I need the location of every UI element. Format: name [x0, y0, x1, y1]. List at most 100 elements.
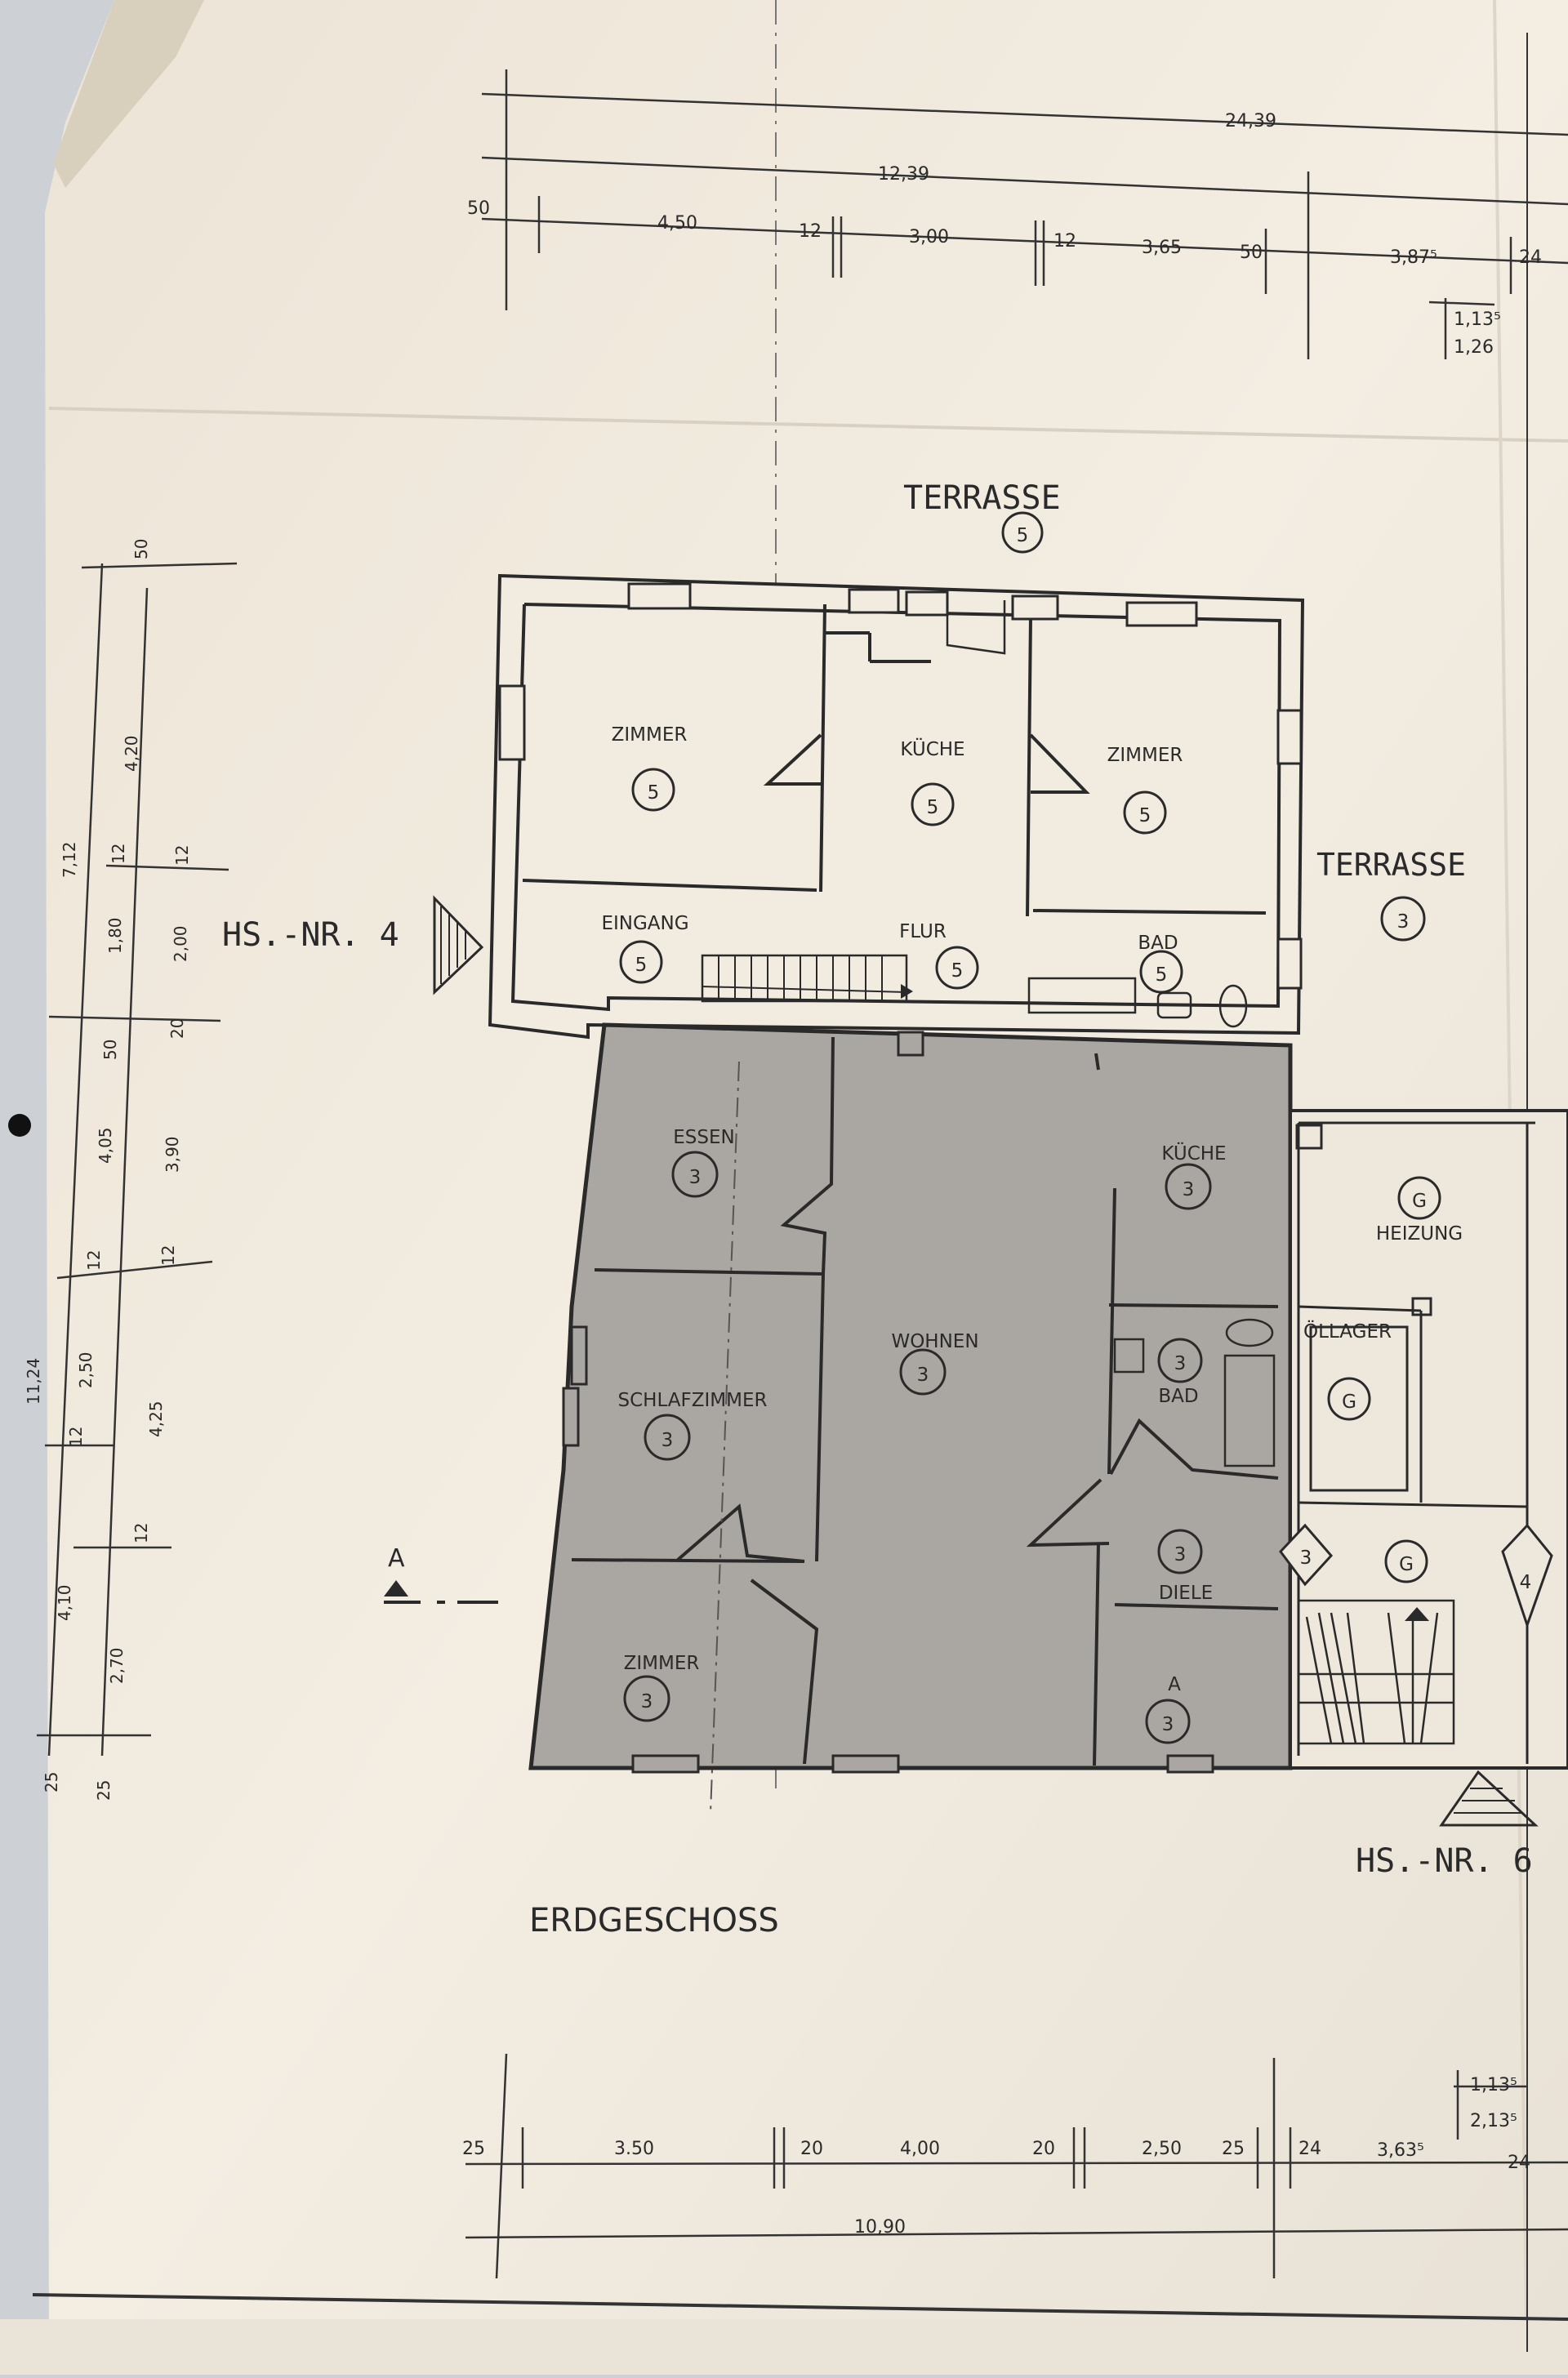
- unit-circle: [899, 1348, 947, 1396]
- dim-bottom-seg: 24: [1298, 2139, 1321, 2159]
- dim-left: 4,25: [146, 1401, 166, 1437]
- unit-circle: [1145, 1699, 1191, 1744]
- stair-direction-arrow: [901, 984, 913, 999]
- dim-left: 4,05: [96, 1127, 115, 1164]
- unit-circle: [1001, 511, 1044, 554]
- unit-circle: [1123, 790, 1167, 835]
- dim-top-seg: 12: [799, 221, 822, 242]
- stair-hall-right-diamond: [1501, 1523, 1553, 1629]
- dim-left-total: 7,12: [60, 841, 79, 878]
- dim-bottom-right-a: 1,13⁵: [1470, 2075, 1517, 2095]
- dim-bottom-seg: 20: [800, 2139, 823, 2159]
- dim-top-seg: 24: [1519, 247, 1542, 268]
- unit-number: 5: [648, 782, 660, 804]
- dim-left: 12: [131, 1523, 151, 1543]
- wohnen-center-line: [710, 1061, 740, 1814]
- unit-number: 3: [1183, 1179, 1195, 1200]
- bottom-dimension-lines: [465, 2053, 1568, 2279]
- upper-stair-steps: [702, 955, 907, 1001]
- unit-number: G: [1412, 1191, 1427, 1212]
- dim-top-right-a: 1,13⁵: [1454, 309, 1501, 330]
- unit-circle: [1327, 1377, 1371, 1421]
- unit-number: 5: [927, 797, 939, 818]
- lower-unit-floor: [528, 1022, 1293, 1770]
- lower-washbasin: [1113, 1338, 1145, 1374]
- terrace-top-label: TERRASSE: [903, 479, 1061, 517]
- dim-left: 3,90: [163, 1136, 182, 1173]
- lower-window-marks: [562, 1031, 1214, 1774]
- dim-left-total: 11,24: [24, 1358, 43, 1405]
- room-label-kueche-2: KÜCHE: [1161, 1142, 1226, 1165]
- stair-hall-left-diamond: [1279, 1523, 1334, 1587]
- unit-number: 5: [951, 960, 964, 982]
- dim-bottom-seg: 3,63⁵: [1377, 2140, 1424, 2161]
- dim-top-seg: 50: [1240, 243, 1263, 263]
- dim-bottom-seg: 25: [462, 2139, 485, 2159]
- dim-bottom-seg: 2,50: [1142, 2139, 1182, 2159]
- unit-number: 3: [641, 1691, 653, 1712]
- bathtub: [1027, 977, 1137, 1014]
- unit-number: 3: [1174, 1544, 1187, 1565]
- room-label-flur: FLUR: [899, 921, 947, 942]
- room-label-zimmer-1: ZIMMER: [612, 724, 688, 746]
- room-label-zimmer-2: ZIMMER: [1107, 745, 1183, 766]
- paper-fold-shadow: [53, 0, 204, 188]
- room-label-diele: DIELE: [1159, 1583, 1213, 1604]
- dim-bottom-total: 10,90: [854, 2217, 906, 2238]
- lower-toilet: [1225, 1318, 1274, 1347]
- upper-door-swing: [946, 592, 1006, 655]
- unit-number: 3: [1162, 1714, 1174, 1735]
- unit-circle: [935, 946, 979, 990]
- dim-left: 25: [42, 1772, 61, 1792]
- unit-circle: [911, 782, 955, 826]
- lower-bathtub: [1223, 1354, 1276, 1467]
- dim-bottom-seg: 25: [1222, 2139, 1245, 2159]
- dim-top-seg: 3,65: [1142, 238, 1182, 258]
- dim-left: 2,70: [107, 1647, 127, 1684]
- section-a-arrow: [384, 1580, 408, 1596]
- dim-top-right-b: 1,26: [1454, 337, 1494, 358]
- dim-left: 12: [84, 1250, 104, 1271]
- upper-unit-walls: [488, 573, 1305, 1040]
- unit-circle: [1139, 950, 1183, 994]
- washbasin: [1156, 991, 1192, 1019]
- punch-hole: [8, 1114, 31, 1137]
- unit-number: 5: [1156, 964, 1168, 986]
- house-number-left: HS.-NR. 4: [222, 916, 399, 954]
- dim-left: 50: [100, 1040, 120, 1060]
- dim-left: 4,10: [55, 1584, 74, 1621]
- unit-circle: [631, 768, 675, 812]
- unit-circle: [1157, 1338, 1203, 1383]
- room-label-bad-1: BAD: [1138, 933, 1178, 954]
- room-label-heizung: HEIZUNG: [1376, 1223, 1463, 1245]
- room-label-bad-2: BAD: [1158, 1386, 1198, 1407]
- unit-number: 4: [1520, 1572, 1532, 1593]
- stair-hall-arrow: [1405, 1607, 1429, 1621]
- dim-left: 4,20: [122, 735, 141, 772]
- unit-circle: [1165, 1163, 1212, 1210]
- dim-left: 25: [94, 1780, 114, 1801]
- dim-left: 1,80: [105, 917, 125, 954]
- room-label-schlafzimmer: SCHLAFZIMMER: [617, 1390, 767, 1411]
- dim-bottom-seg: 3.50: [614, 2139, 654, 2159]
- dim-bottom-seg: 4,00: [900, 2139, 940, 2159]
- unit-circle: [1157, 1529, 1203, 1574]
- room-label-kueche-1: KÜCHE: [900, 737, 964, 760]
- unit-number: 5: [1139, 805, 1152, 826]
- dim-left: 12: [158, 1245, 178, 1266]
- right-entrance-steps: [1439, 1770, 1539, 1827]
- unit-circle: [644, 1414, 691, 1461]
- unit-number: 3: [1300, 1547, 1312, 1569]
- dim-left: 50: [131, 539, 151, 559]
- dim-left: 2,50: [76, 1352, 96, 1388]
- unit-circle: [623, 1675, 670, 1722]
- dim-left: 2,00: [171, 925, 190, 962]
- unit-circle: [1397, 1176, 1441, 1220]
- stair-hall-stairs: [1297, 1599, 1455, 1745]
- room-label-oellager: ÖLLAGER: [1303, 1320, 1392, 1343]
- section-a-inside-label: A: [1168, 1674, 1181, 1695]
- dim-bottom-right-b: 2,13⁵: [1470, 2111, 1517, 2131]
- dim-top-seg: 4,50: [657, 213, 697, 234]
